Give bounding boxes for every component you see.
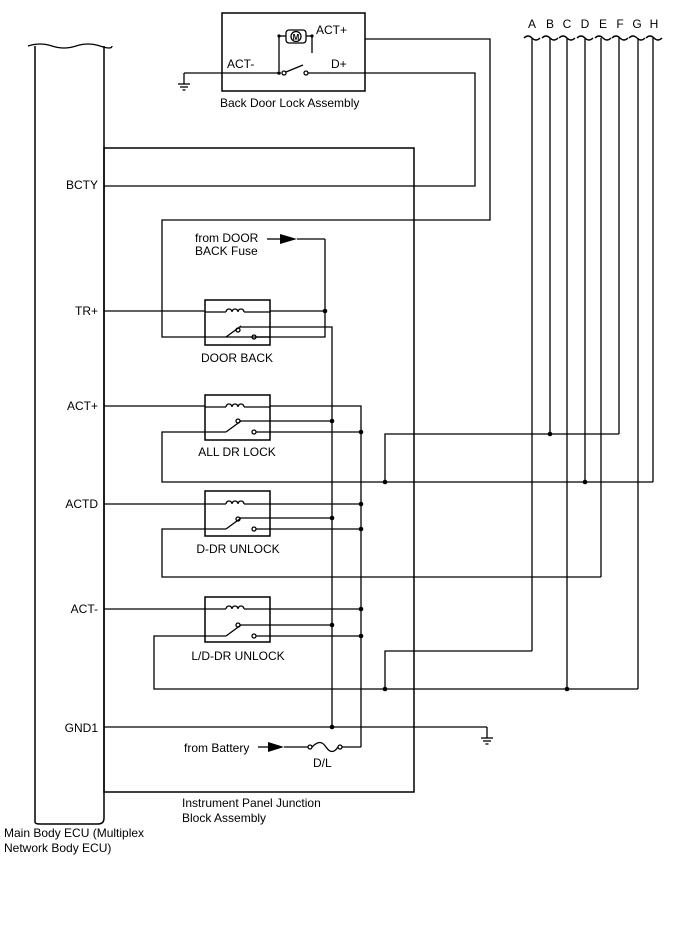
junction-name-line1: Instrument Panel Junction (182, 796, 321, 810)
ecu-name-line1: Main Body ECU (Multiplex (4, 826, 144, 840)
back-door-name: Back Door Lock Assembly (220, 96, 359, 110)
connector-g: G (632, 17, 641, 31)
junction-name-line2: Block Assembly (182, 811, 266, 825)
from-door-line1: from DOOR (195, 231, 259, 245)
relay-coil-icon (225, 403, 245, 408)
connector-break-marks (523, 35, 663, 41)
ecu-name-line2: Network Body ECU) (4, 841, 111, 855)
terminal-tr-plus: TR+ (75, 304, 98, 318)
connector-e: E (599, 17, 607, 31)
back-door-lock-assembly: Back Door Lock Assembly ACT+ ACT- D+ M (178, 12, 366, 110)
back-door-d-plus: D+ (331, 57, 347, 71)
arrow-icon (268, 742, 284, 752)
connector-f: F (616, 17, 623, 31)
relay-coil-icon (225, 605, 245, 610)
connector-a: A (528, 17, 536, 31)
back-door-act-plus: ACT+ (316, 23, 347, 37)
relay-ld-dr-unlock: L/D-DR UNLOCK (191, 596, 285, 663)
relay-door-back: DOOR BACK (201, 299, 273, 365)
terminal-act-minus: ACT- (71, 602, 98, 616)
connector-labels: A B C D E F G H (528, 17, 658, 31)
relay-d-dr-unlock: D-DR UNLOCK (196, 490, 280, 556)
relay-d-dr-unlock-label: D-DR UNLOCK (196, 542, 279, 556)
connector-d: D (581, 17, 590, 31)
terminal-act-plus: ACT+ (67, 399, 98, 413)
junction-block: Instrument Panel Junction Block Assembly… (103, 147, 415, 825)
terminal-actd: ACTD (65, 497, 98, 511)
relay-coil-icon (225, 500, 245, 505)
connector-b: B (546, 17, 554, 31)
main-body-ecu: Main Body ECU (Multiplex Network Body EC… (4, 43, 144, 855)
back-door-act-minus: ACT- (227, 57, 254, 71)
fuse-icon (311, 741, 339, 753)
relay-door-back-label: DOOR BACK (201, 351, 273, 365)
from-door-line2: BACK Fuse (195, 244, 258, 258)
terminal-bcty: BCTY (66, 178, 98, 192)
relay-coil-icon (225, 308, 245, 313)
motor-label: M (293, 33, 300, 42)
arrow-icon (280, 234, 297, 244)
from-battery-label: from Battery (184, 741, 249, 755)
relay-all-dr-lock: ALL DR LOCK (198, 394, 276, 459)
relay-ld-dr-unlock-label: L/D-DR UNLOCK (191, 649, 284, 663)
connector-c: C (563, 17, 572, 31)
terminal-gnd1: GND1 (65, 721, 99, 735)
relay-all-dr-lock-label: ALL DR LOCK (198, 445, 276, 459)
fuse-label: D/L (313, 756, 332, 770)
connector-h: H (650, 17, 659, 31)
